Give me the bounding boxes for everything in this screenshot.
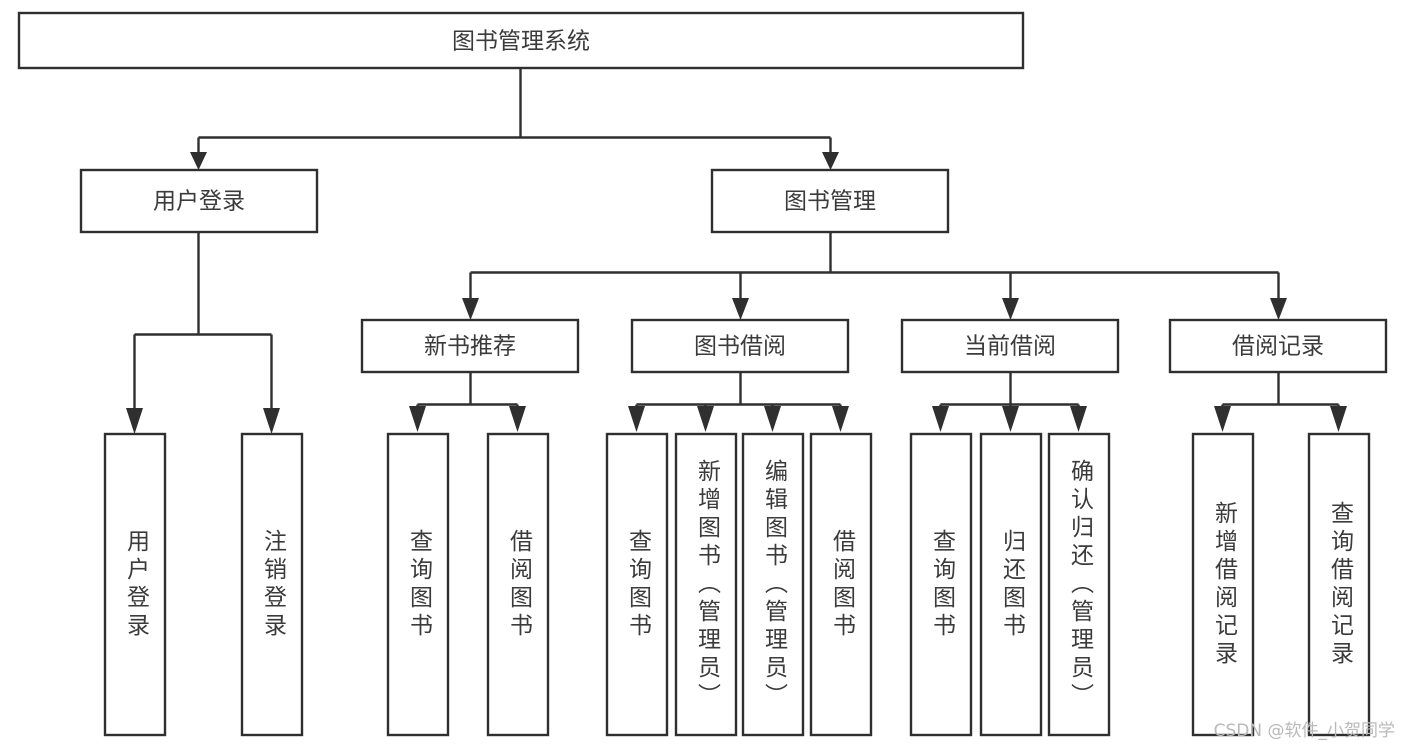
- node-leaf-confirm-return[interactable]: 确认归还（管理员）: [1047, 432, 1111, 737]
- node-root-box[interactable]: [17, 11, 1025, 70]
- node-leaf-add-record-label: 新增借阅记录: [1211, 501, 1239, 669]
- arrow-head-leaf-edit-book: [764, 406, 781, 432]
- node-leaf-borrow-book-1-box[interactable]: [486, 432, 550, 737]
- node-book-borrow[interactable]: 图书借阅: [630, 318, 850, 374]
- node-leaf-query-book-3[interactable]: 查询图书: [909, 432, 973, 737]
- node-borrow-record-label: 借阅记录: [1232, 334, 1324, 360]
- node-leaf-query-record[interactable]: 查询借阅记录: [1307, 432, 1371, 737]
- arrow-head-leaf-confirm-return: [1070, 406, 1087, 432]
- arrow-head-user-login: [190, 152, 207, 170]
- arrow-head-leaf-borrow-book-2: [832, 406, 849, 432]
- node-user-login-box[interactable]: [79, 168, 319, 234]
- node-user-login[interactable]: 用户登录: [79, 168, 319, 234]
- node-book-borrow-box[interactable]: [630, 318, 850, 374]
- node-leaf-query-record-box[interactable]: [1307, 432, 1371, 737]
- node-leaf-add-book[interactable]: 新增图书（管理员）: [674, 432, 738, 737]
- connector-layer: [126, 68, 1347, 434]
- node-leaf-query-book-3-box[interactable]: [909, 432, 973, 737]
- node-leaf-query-book-3-label: 查询图书: [929, 529, 957, 641]
- node-current-borrow[interactable]: 当前借阅: [900, 318, 1120, 374]
- arrow-head-leaf-query-book-2: [628, 406, 645, 432]
- node-book-manage-label: 图书管理: [784, 189, 876, 215]
- arrow-head-book-manage: [822, 152, 839, 170]
- arrow-head-leaf-return-book: [1002, 406, 1019, 432]
- node-current-borrow-label: 当前借阅: [964, 334, 1056, 360]
- node-leaf-logout-login[interactable]: 注销登录: [240, 432, 304, 737]
- arrow-head-leaf-borrow-book-1: [509, 406, 526, 432]
- csdn-watermark: CSDN @软件_小贺同学: [1213, 721, 1395, 741]
- node-leaf-add-record-box[interactable]: [1191, 432, 1255, 737]
- node-leaf-query-record-label: 查询借阅记录: [1327, 501, 1355, 669]
- node-new-book-recommend-label: 新书推荐: [424, 334, 516, 360]
- arrow-head-leaf-user-login: [126, 408, 143, 434]
- node-leaf-logout-login-box[interactable]: [240, 432, 304, 737]
- node-leaf-return-book-box[interactable]: [979, 432, 1043, 737]
- node-leaf-borrow-book-1-label: 借阅图书: [506, 529, 534, 641]
- node-leaf-user-login-label: 用户登录: [123, 529, 151, 641]
- arrow-head-borrow-record: [1270, 298, 1287, 320]
- node-borrow-record-box[interactable]: [1168, 318, 1388, 374]
- arrow-head-current-borrow: [1002, 298, 1019, 320]
- node-new-book-recommend-box[interactable]: [360, 318, 580, 374]
- node-leaf-add-book-box[interactable]: [674, 432, 738, 737]
- node-leaf-borrow-book-1[interactable]: 借阅图书: [486, 432, 550, 737]
- node-leaf-edit-book-box[interactable]: [741, 432, 805, 737]
- node-leaf-query-book-2-label: 查询图书: [625, 529, 653, 641]
- node-leaf-borrow-book-2[interactable]: 借阅图书: [809, 432, 873, 737]
- node-leaf-query-book-2[interactable]: 查询图书: [605, 432, 669, 737]
- node-leaf-add-record[interactable]: 新增借阅记录: [1191, 432, 1255, 737]
- node-current-borrow-box[interactable]: [900, 318, 1120, 374]
- arrow-head-leaf-logout-login: [263, 408, 280, 434]
- node-leaf-borrow-book-2-label: 借阅图书: [829, 529, 857, 641]
- node-leaf-query-book-1[interactable]: 查询图书: [386, 432, 450, 737]
- node-leaf-query-book-2-box[interactable]: [605, 432, 669, 737]
- arrow-head-book-borrow: [732, 298, 749, 320]
- node-leaf-user-login[interactable]: 用户登录: [103, 432, 167, 737]
- arrow-head-leaf-query-record: [1330, 406, 1347, 432]
- arrow-head-new-book-recommend: [462, 298, 479, 320]
- node-root-label: 图书管理系统: [452, 29, 590, 55]
- node-borrow-record[interactable]: 借阅记录: [1168, 318, 1388, 374]
- node-leaf-borrow-book-2-box[interactable]: [809, 432, 873, 737]
- arrow-head-leaf-add-book: [697, 406, 714, 432]
- node-leaf-return-book[interactable]: 归还图书: [979, 432, 1043, 737]
- node-leaf-user-login-box[interactable]: [103, 432, 167, 737]
- node-leaf-confirm-return-box[interactable]: [1047, 432, 1111, 737]
- node-leaf-query-book-1-box[interactable]: [386, 432, 450, 737]
- node-leaf-return-book-label: 归还图书: [999, 529, 1027, 641]
- node-book-manage[interactable]: 图书管理: [710, 168, 950, 234]
- node-leaf-edit-book-label: 编辑图书（管理员）: [761, 459, 789, 711]
- arrow-head-leaf-add-record: [1214, 406, 1231, 432]
- node-book-manage-box[interactable]: [710, 168, 950, 234]
- node-new-book-recommend[interactable]: 新书推荐: [360, 318, 580, 374]
- arrow-head-leaf-query-book-3: [932, 406, 949, 432]
- node-root[interactable]: 图书管理系统: [17, 11, 1025, 70]
- node-leaf-query-book-1-label: 查询图书: [406, 529, 434, 641]
- node-leaf-confirm-return-label: 确认归还（管理员）: [1067, 459, 1095, 711]
- node-leaf-edit-book[interactable]: 编辑图书（管理员）: [741, 432, 805, 737]
- node-leaf-add-book-label: 新增图书（管理员）: [694, 459, 722, 711]
- node-leaf-logout-login-label: 注销登录: [260, 529, 288, 641]
- node-book-borrow-label: 图书借阅: [694, 334, 786, 360]
- node-user-login-label: 用户登录: [153, 189, 245, 215]
- arrow-head-leaf-query-book-1: [409, 406, 426, 432]
